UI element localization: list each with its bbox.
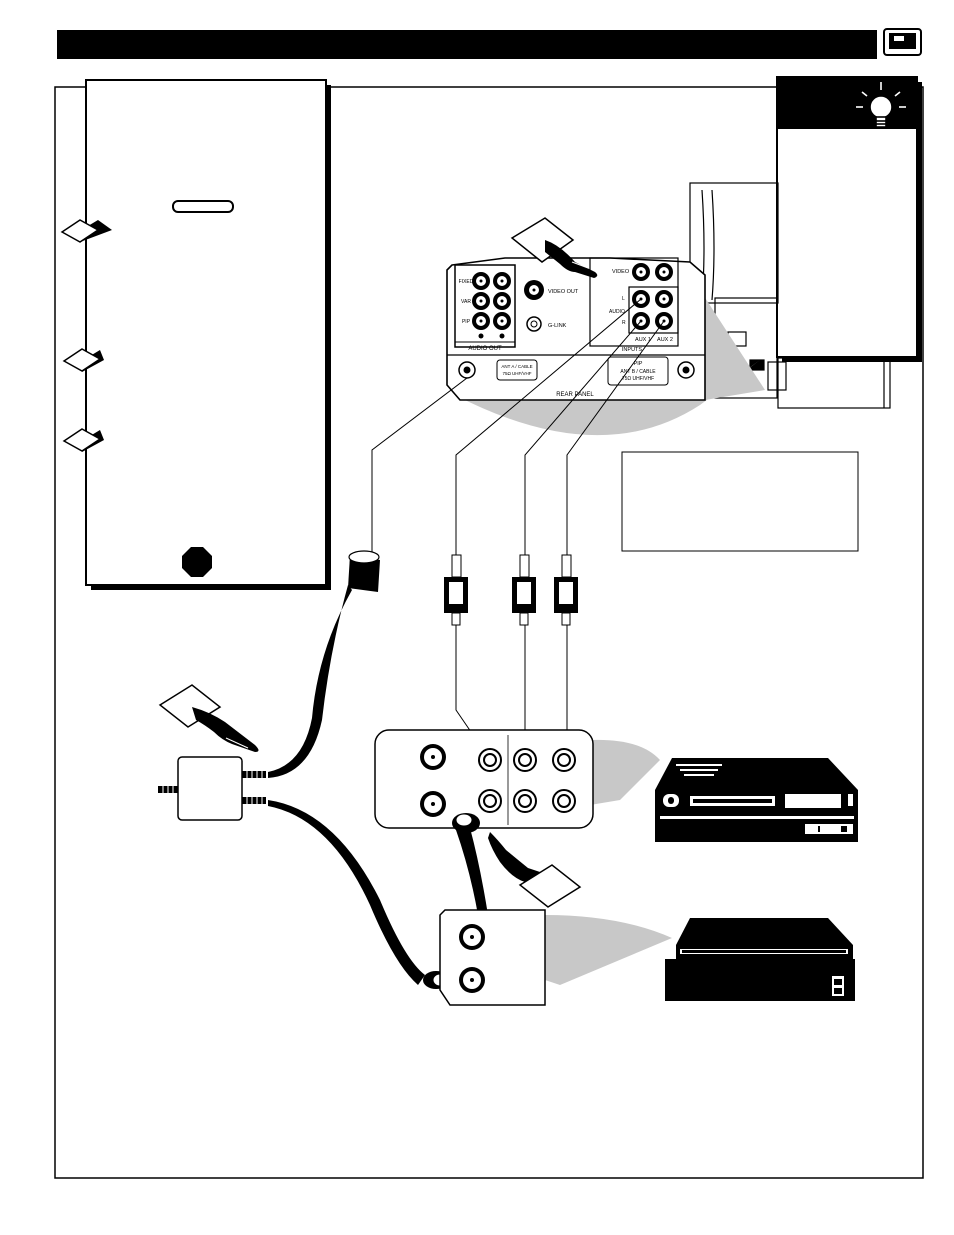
audio-label: AUDIO bbox=[609, 309, 625, 315]
aux1-label: AUX 1 bbox=[635, 337, 651, 343]
cable-box-device bbox=[665, 918, 855, 1001]
audio-out-label: AUDIO OUT bbox=[468, 346, 502, 352]
note-box bbox=[621, 451, 859, 552]
ant-a-line-2: 75Ω UHF/VHF bbox=[502, 371, 531, 376]
cable-box-shade bbox=[545, 915, 672, 985]
vcr-device bbox=[655, 758, 858, 842]
side-label-pip: PIP bbox=[462, 319, 471, 325]
glink-label: G-LINK bbox=[548, 323, 567, 329]
left-label: L bbox=[622, 296, 625, 302]
rear-panel-title: REAR PANEL bbox=[556, 392, 594, 398]
inputs-label: INPUTS bbox=[622, 347, 643, 353]
light-bulb-icon bbox=[856, 82, 906, 128]
side-label-var: VAR bbox=[461, 299, 471, 305]
video-label: VIDEO bbox=[612, 269, 630, 275]
vcr-shade bbox=[590, 739, 660, 805]
hand-pointer-icon bbox=[158, 684, 259, 752]
aux2-label: AUX 2 bbox=[657, 337, 673, 343]
video-out-label: VIDEO OUT bbox=[548, 289, 579, 295]
step-diamond-icon bbox=[60, 219, 112, 243]
rca-plug bbox=[554, 554, 578, 626]
header-bar bbox=[57, 30, 877, 59]
rca-plug bbox=[512, 554, 536, 626]
step-diamond-icon bbox=[62, 428, 104, 452]
rear-panel-shade-2 bbox=[700, 290, 765, 400]
coax-connector bbox=[452, 813, 488, 915]
cable-lines bbox=[371, 298, 665, 562]
rca-plug bbox=[444, 554, 468, 626]
button-outline-icon bbox=[172, 200, 234, 213]
right-label: R bbox=[622, 320, 626, 326]
side-label-fixed: FIXED bbox=[459, 279, 474, 285]
cable-box-rear-panel bbox=[439, 909, 546, 1006]
step-diamond-icon bbox=[62, 348, 104, 372]
ant-a-line-1: ANT A / CABLE bbox=[501, 364, 532, 369]
instruction-box bbox=[85, 79, 327, 586]
ant-b-line-2: 75Ω UHF/VHF bbox=[622, 376, 654, 382]
pip-label: PIP bbox=[634, 361, 643, 367]
coax-cable bbox=[268, 800, 425, 985]
stop-sign-icon bbox=[182, 547, 212, 577]
coax-connector bbox=[268, 550, 380, 778]
tip-box-header bbox=[777, 77, 917, 129]
splitter bbox=[158, 756, 266, 821]
hand-pointer-icon bbox=[488, 832, 582, 908]
main-frame bbox=[54, 86, 924, 1179]
rear-panel: AUDIO OUT FIXED VAR PIP VIDEO OUT G-LINK bbox=[446, 257, 706, 401]
ant-b-line-1: ANT B / CABLE bbox=[620, 369, 656, 375]
tv-icon bbox=[883, 28, 922, 56]
hand-pointer-icon bbox=[510, 217, 598, 278]
rear-panel-shade bbox=[455, 360, 760, 436]
vcr-rear-panel bbox=[374, 729, 594, 829]
